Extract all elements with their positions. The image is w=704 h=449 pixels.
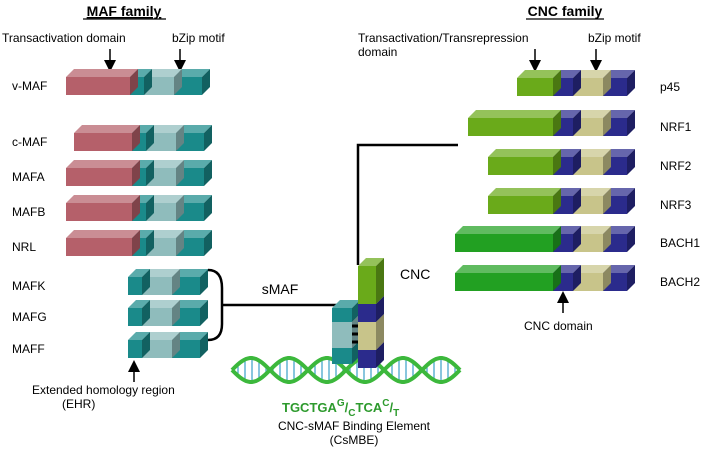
leucine-zipper-segment [146,195,184,221]
protein-label-nrl: NRL [12,240,36,254]
transactivation-segment [488,188,561,214]
ehr-end-segment [176,160,212,186]
protein-mafg: MAFG [12,300,208,326]
csmbe-label-line2: (CsMBE) [330,433,379,447]
transactivation-segment [66,230,140,256]
protein-maff: MAFF [12,332,208,358]
protein-mafb: MAFB [12,195,212,221]
protein-v-maf: v-MAF [12,69,210,95]
protein-label-nrf1: NRF1 [660,120,692,134]
cnc-connector [356,143,458,265]
protein-label-mafa: MAFA [12,170,45,184]
ehr-end-segment [176,125,212,151]
dimer-cnc-label: CNC [400,266,430,282]
basic-region-segment [128,332,150,358]
protein-label-mafb: MAFB [12,205,45,219]
smaf-label: sMAF [262,281,299,297]
csmbe-motif: TGCTGAG/CTCAC/T [282,398,399,419]
cnc-domain-segment [553,70,581,96]
smaf-dimer-basic [332,300,360,322]
ehr-label-line1: Extended homology region [32,383,175,397]
leucine-zipper-segment [573,265,611,291]
ehr-end-segment [176,195,212,221]
transactivation-segment [455,265,561,291]
basic-region-segment [128,300,150,326]
protein-mafk: MAFK [12,269,208,295]
protein-bach1: BACH1 [455,226,700,252]
csmbe-label-line1: CNC-sMAF Binding Element [278,419,431,433]
transactivation-segment [488,149,561,175]
dna-strand [230,356,462,384]
cnc-dimer-transactivation [358,258,384,304]
protein-label-nrf2: NRF2 [660,159,692,173]
small-maf-bracket [207,268,224,342]
cnc-transactivation-label-line1: Transactivation/Transrepression [358,31,529,45]
transactivation-segment [517,70,561,96]
protein-c-maf: c-MAF [12,125,212,151]
protein-label-nrf3: NRF3 [660,198,692,212]
protein-nrf2: NRF2 [488,149,692,175]
protein-label-mafk: MAFK [12,279,45,293]
transactivation-segment [66,195,140,221]
transactivation-segment [468,110,561,136]
cnc-family-title: CNC family [528,3,603,19]
protein-nrl: NRL [12,230,212,256]
protein-label-mafg: MAFG [12,310,47,324]
transactivation-segment [74,125,140,151]
protein-p45: p45 [517,70,680,96]
transactivation-segment [66,160,140,186]
protein-bach2: BACH2 [455,265,700,291]
dna-helix [230,356,462,384]
maf-bzip-label: bZip motif [172,31,225,45]
ehr-label-line2: (EHR) [62,397,95,411]
transactivation-segment [455,226,561,252]
cnc-transactivation-label-line2: domain [358,45,397,59]
basic-region-segment [128,269,150,295]
cnc-domain-label: CNC domain [524,319,593,333]
large-maf-group: v-MAF c-MAF MAFA MAFB NRL [12,69,212,256]
protein-nrf1: NRF1 [468,110,692,136]
cnc-bzip-label: bZip motif [588,31,641,45]
protein-label-p45: p45 [660,80,680,94]
small-maf-group: MAFK MAFG MAFF [12,269,208,358]
protein-mafa: MAFA [12,160,212,186]
protein-label-maff: MAFF [12,342,45,356]
protein-label-bach1: BACH1 [660,236,700,250]
protein-nrf3: NRF3 [488,188,692,214]
cnc-smaf-heterodimer [332,258,384,368]
maf-family-title: MAF family [87,3,162,19]
protein-label-v-maf: v-MAF [12,79,47,93]
transactivation-domain-label: Transactivation domain [2,31,126,45]
protein-label-c-maf: c-MAF [12,135,47,149]
transactivation-segment [66,69,138,95]
protein-label-bach2: BACH2 [660,275,700,289]
